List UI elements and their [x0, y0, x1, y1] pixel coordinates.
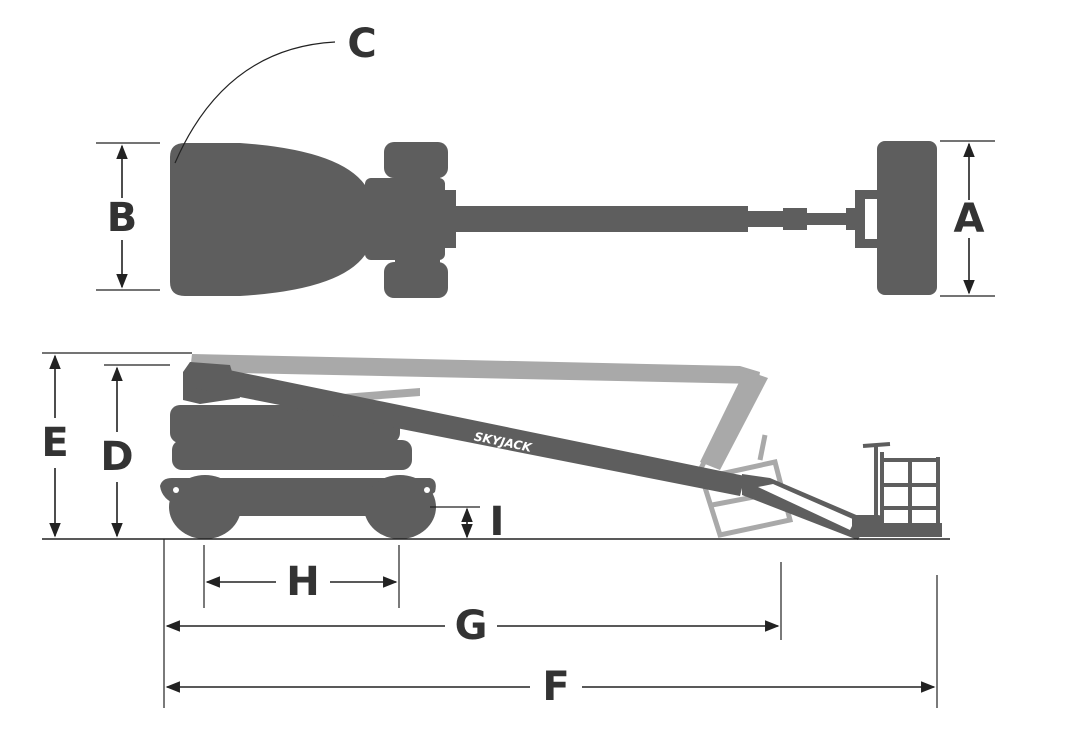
dimension-i: I	[430, 499, 504, 545]
dimension-h: H	[203, 545, 400, 608]
dimension-d: D	[100, 364, 170, 538]
label-e: E	[41, 420, 68, 466]
top-view-platform	[877, 141, 937, 295]
side-view-platform	[862, 442, 942, 537]
label-g: G	[455, 603, 488, 649]
top-view-chassis	[170, 143, 370, 296]
side-view: SKYJACK	[42, 354, 950, 540]
top-view-wheel-lower	[384, 262, 448, 298]
label-a: A	[954, 196, 985, 242]
top-view-boom	[445, 206, 748, 232]
top-view-wheel-upper	[384, 142, 448, 178]
label-c: C	[347, 21, 376, 67]
label-d: D	[100, 434, 133, 480]
side-view-boom	[184, 362, 745, 496]
dimension-e: E	[41, 352, 192, 538]
dimension-c: C	[174, 21, 377, 164]
dimension-f: F	[163, 539, 938, 710]
label-b: B	[107, 195, 138, 241]
side-view-jib	[742, 474, 882, 540]
dimension-g: G	[165, 562, 782, 649]
label-h: H	[286, 559, 319, 605]
label-i: I	[490, 499, 505, 545]
label-f: F	[542, 664, 569, 710]
top-view	[170, 141, 937, 298]
dimension-a: A	[940, 140, 995, 297]
dimension-b: B	[96, 142, 160, 291]
